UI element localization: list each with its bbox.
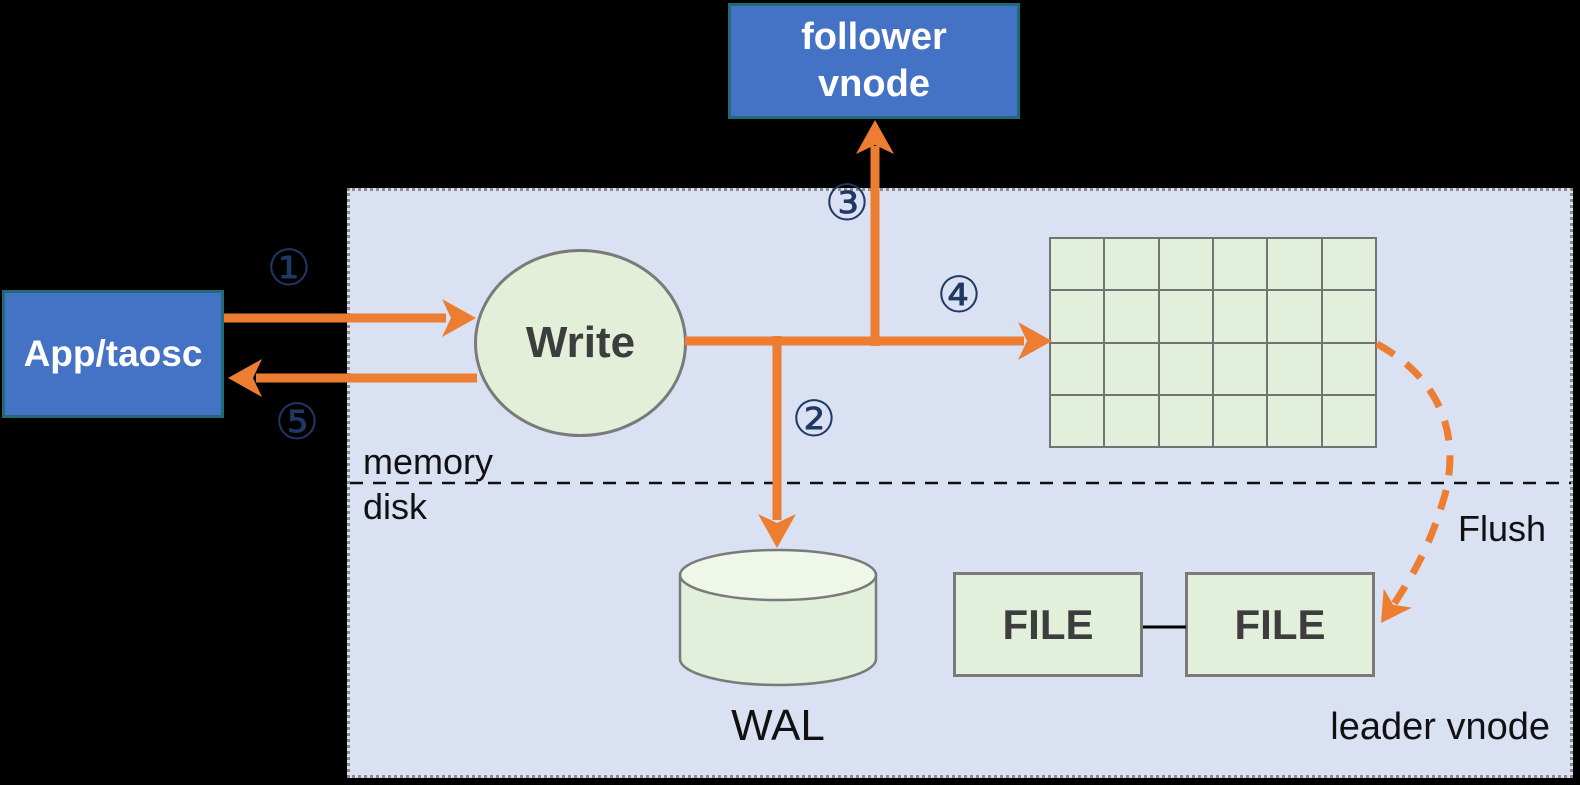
memtable-cell [1213,343,1267,394]
memtable-cell [1159,395,1212,446]
memtable-cell [1322,239,1375,290]
follower-vnode-node: follower vnode [728,3,1020,119]
file-right-label: FILE [1234,600,1326,648]
file-left-label: FILE [1002,600,1094,648]
memtable-cell [1105,343,1158,394]
memtable-cell [1268,239,1321,290]
memtable-cell [1268,343,1321,394]
wal-label: WAL [731,701,825,750]
step-2-badge: ② [791,390,837,448]
memtable-cell [1159,343,1212,394]
arrow-5-head-icon [228,359,262,397]
step-4-badge: ④ [936,266,982,324]
memtable-cell [1268,291,1321,342]
leader-vnode-label: leader vnode [1330,706,1550,748]
wal-cylinder-shape [678,548,878,687]
app-taosc-node: App/taosc [2,290,224,418]
step-3-badge: ③ [824,174,870,232]
follower-vnode-label: follower vnode [801,15,947,106]
write-label: Write [525,318,636,367]
arrow-3-head-icon [856,120,894,154]
step-1-badge: ① [266,239,312,297]
step-5-badge: ⑤ [274,393,320,451]
file-box-left: FILE [953,572,1143,677]
memtable-cell [1051,395,1104,446]
memtable-cell [1213,395,1267,446]
memtable-cell [1268,395,1321,446]
memtable-cell [1322,343,1375,394]
memtable-cell [1105,239,1158,290]
memtable-cell [1051,239,1104,290]
write-process-node: Write [474,249,687,437]
memtable-grid [1049,237,1377,448]
memtable-cell [1051,343,1104,394]
memtable-cell [1322,291,1375,342]
memtable-cell [1213,291,1267,342]
memtable-cell [1105,395,1158,446]
memtable-cell [1159,239,1212,290]
memory-label: memory [363,441,494,482]
memtable-cell [1159,291,1212,342]
app-taosc-label: App/taosc [23,332,203,374]
memtable-cell [1051,291,1104,342]
memtable-cell [1105,291,1158,342]
memtable-cell [1322,395,1375,446]
disk-label: disk [363,486,428,527]
memtable-cell [1213,239,1267,290]
file-box-right: FILE [1185,572,1375,677]
flush-label: Flush [1458,508,1547,549]
